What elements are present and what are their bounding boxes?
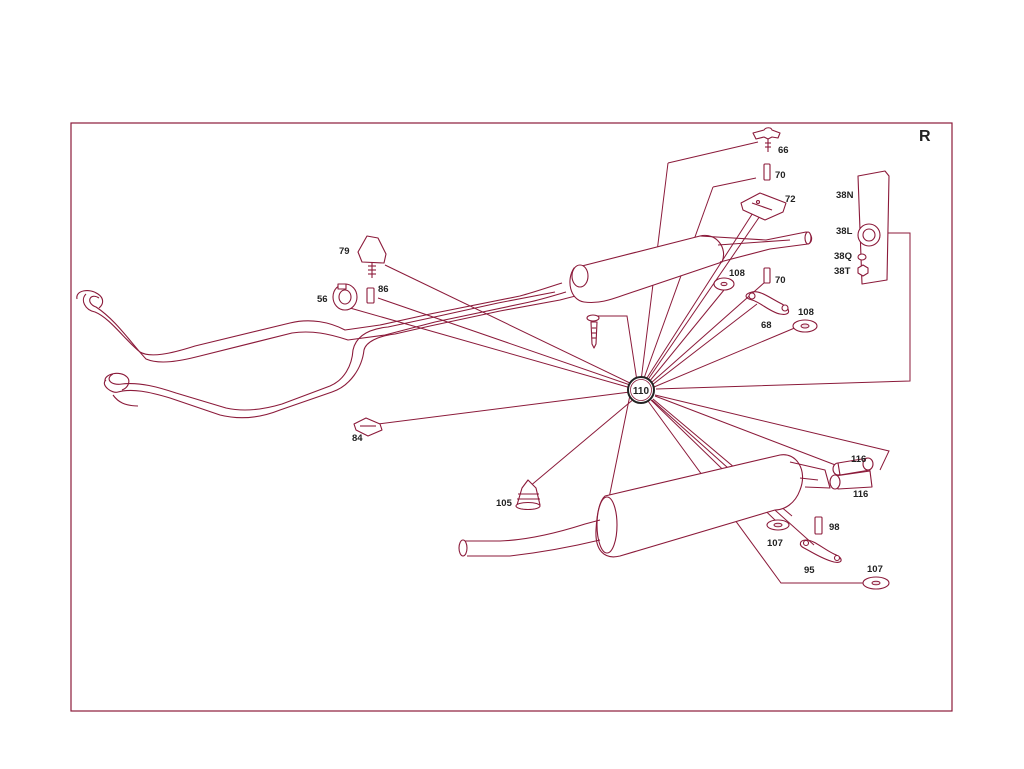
label-66: 66 bbox=[778, 145, 789, 156]
reference-hub-110: 110 bbox=[627, 376, 655, 404]
label-38T: 38T bbox=[834, 266, 851, 277]
part-107-washer-upper-hole bbox=[773, 522, 783, 528]
label-107-upper: 107 bbox=[767, 538, 783, 549]
label-72: 72 bbox=[785, 194, 796, 205]
part-56-clamp bbox=[332, 283, 358, 311]
hub-label: 110 bbox=[633, 386, 650, 397]
part-70-spacer-top bbox=[763, 163, 771, 181]
label-38Q: 38Q bbox=[834, 251, 852, 262]
part-95-clamp bbox=[799, 539, 842, 563]
part-116-sleeves bbox=[829, 457, 874, 490]
label-38L: 38L bbox=[836, 226, 853, 237]
rear-muffler bbox=[458, 454, 831, 558]
part-70-spacer-mid bbox=[763, 267, 771, 284]
label-70-top: 70 bbox=[775, 170, 786, 181]
part-107-washer-lower-hole bbox=[871, 580, 881, 586]
label-38N: 38N bbox=[836, 190, 854, 201]
label-84: 84 bbox=[352, 433, 363, 444]
label-79: 79 bbox=[339, 246, 350, 257]
part-86-spacer bbox=[366, 287, 375, 304]
label-108-right: 108 bbox=[798, 307, 814, 318]
part-98-spacer bbox=[814, 516, 823, 535]
part-labels: 66 70 72 38N 38L 38Q 38T 79 86 56 108 70… bbox=[317, 145, 883, 576]
label-95: 95 bbox=[804, 565, 815, 576]
label-116-bottom: 116 bbox=[853, 489, 868, 500]
label-98: 98 bbox=[829, 522, 840, 533]
part-38T-nut bbox=[857, 264, 869, 277]
part-105-rubber-mount bbox=[515, 479, 541, 511]
label-56: 56 bbox=[317, 294, 328, 305]
part-108-washer-right-hole bbox=[800, 323, 810, 329]
label-86: 86 bbox=[378, 284, 389, 295]
label-68: 68 bbox=[761, 320, 772, 331]
part-79-mount bbox=[357, 235, 387, 278]
front-exhaust-pipe bbox=[76, 282, 567, 363]
diagram-frame bbox=[70, 122, 953, 712]
part-108-washer-left-hole bbox=[720, 281, 728, 287]
front-exhaust-pipe-lower bbox=[103, 289, 606, 419]
label-105: 105 bbox=[496, 498, 513, 509]
label-116-top: 116 bbox=[851, 454, 866, 465]
label-108-left: 108 bbox=[729, 268, 745, 279]
label-70-mid: 70 bbox=[775, 275, 786, 286]
part-66-bracket bbox=[752, 127, 781, 152]
part-38Q-washer bbox=[857, 253, 867, 261]
label-107-lower: 107 bbox=[867, 564, 883, 575]
center-muffler bbox=[569, 231, 813, 304]
leader-lines bbox=[349, 141, 911, 584]
corner-label: R bbox=[919, 128, 931, 145]
part-72-plate bbox=[740, 192, 787, 221]
part-84-bracket bbox=[353, 417, 383, 437]
part-screw bbox=[586, 314, 600, 349]
part-68-clamp bbox=[745, 291, 790, 315]
